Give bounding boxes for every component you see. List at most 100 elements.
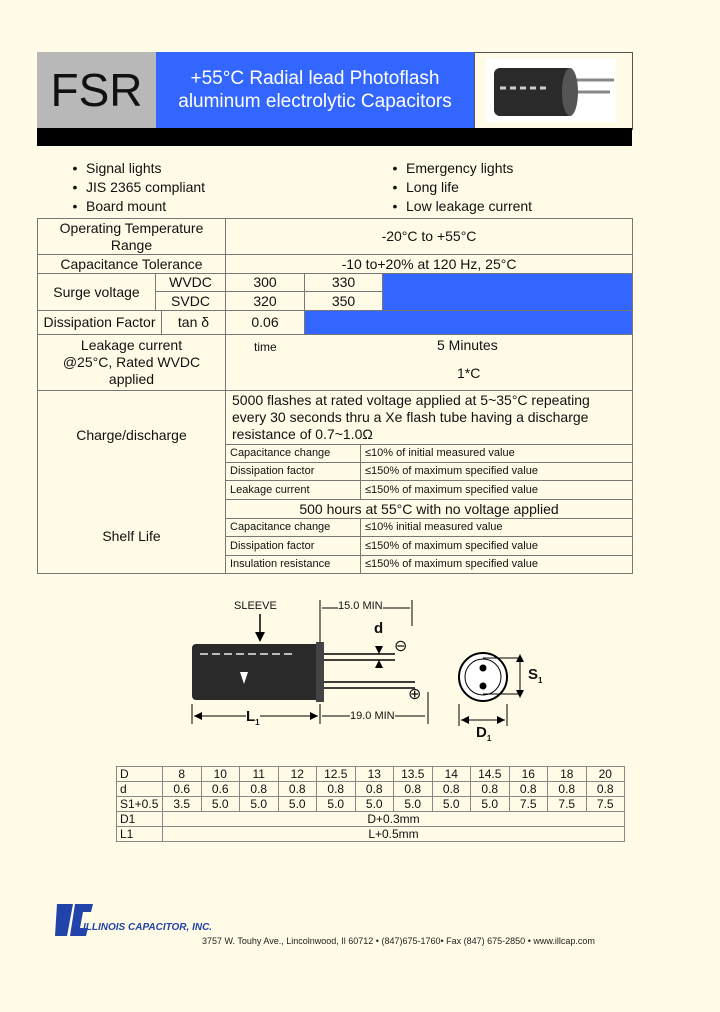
lead-bottom-dim: 19.0 MIN: [350, 710, 395, 722]
charge-param: Leakage current: [225, 480, 361, 500]
feature-item: •Board mount: [72, 198, 167, 214]
wvdc-value: 300: [225, 273, 305, 292]
df-blank: [304, 310, 633, 335]
dim-row-label: D1: [116, 811, 163, 827]
dim-cell: 5.0: [431, 796, 471, 812]
plus-sign: ⊕: [408, 686, 422, 703]
charge-limit: ≤10% of initial measured value: [360, 444, 633, 463]
dim-cell: 0.8: [354, 781, 394, 797]
shelf-param: Insulation resistance: [225, 555, 361, 574]
dim-cell: 0.8: [508, 781, 548, 797]
dim-cell: 14.5: [470, 766, 510, 782]
dim-cell: 13.5: [393, 766, 433, 782]
dim-cell: 5.0: [200, 796, 240, 812]
dim-cell: 0.6: [162, 781, 202, 797]
d1-label: D1: [476, 724, 492, 743]
charge-label: Charge/discharge: [76, 427, 187, 443]
df-value: 0.06: [225, 310, 305, 335]
charge-param: Capacitance change: [225, 444, 361, 463]
features-right: •Emergency lights •Long life •Low leakag…: [384, 159, 533, 216]
charge-desc-line: resistance of 0.7~1.0Ω: [232, 426, 373, 442]
company-address: 3757 W. Touhy Ave., Lincolnwood, Il 6071…: [202, 936, 595, 946]
shelf-limit: ≤150% of maximum specified value: [360, 536, 633, 556]
op-temp-value: -20°C to +55°C: [225, 218, 633, 255]
df-label: Dissipation Factor: [37, 310, 162, 335]
l1-label: L1: [246, 708, 260, 727]
dim-cell: 0.8: [547, 781, 587, 797]
charge-param: Dissipation factor: [225, 462, 361, 481]
feature-item: •Signal lights: [72, 160, 162, 176]
dim-row-label: S1+0.5: [116, 796, 163, 812]
title-line-1: +55°C Radial lead Photoflash: [190, 68, 440, 89]
dim-cell: 11: [239, 766, 279, 782]
dim-cell: 0.6: [200, 781, 240, 797]
df-sub: tan δ: [161, 310, 226, 335]
charge-limit: ≤150% of maximum specified value: [360, 462, 633, 481]
wvdc-label: WVDC: [155, 273, 226, 292]
dim-cell: 5.0: [316, 796, 356, 812]
svdc-value: 320: [225, 291, 305, 311]
leak-label-line: @25°C, Rated WVDC: [62, 354, 201, 370]
lead-top-dim: 15.0 MIN: [338, 600, 383, 612]
charge-desc-line: every 30 seconds thru a Xe flash tube ha…: [232, 409, 589, 425]
feature-item: •Low leakage current: [392, 198, 533, 214]
shelf-label: Shelf Life: [102, 528, 161, 544]
dim-cell: 13: [354, 766, 394, 782]
cap-tol-value: -10 to+20% at 120 Hz, 25°C: [225, 254, 633, 274]
feature-item: •Long life: [392, 179, 459, 195]
dim-cell: 18: [547, 766, 587, 782]
dim-cell: 10: [200, 766, 240, 782]
series-code: FSR: [37, 52, 157, 128]
header-bar: [37, 128, 632, 146]
shelf-limit: ≤10% initial measured value: [360, 518, 633, 537]
dim-cell: 0.8: [316, 781, 356, 797]
product-title: +55°C Radial lead Photoflash aluminum el…: [156, 52, 475, 128]
company-logo: ILLINOIS CAPACITOR, INC.: [53, 896, 212, 942]
dim-cell: 7.5: [585, 796, 625, 812]
dim-cell: 16: [508, 766, 548, 782]
leak-label: Leakage current @25°C, Rated WVDC applie…: [37, 334, 226, 391]
dim-row-label: D: [116, 766, 163, 782]
charge-desc: 5000 flashes at rated voltage applied at…: [225, 390, 633, 445]
dim-cell: 3.5: [162, 796, 202, 812]
dim-row-label: L1: [116, 826, 163, 842]
dim-cell: 14: [431, 766, 471, 782]
svdc-value: 350: [304, 291, 383, 311]
dim-cell: 0.8: [277, 781, 317, 797]
shelf-desc: 500 hours at 55°C with no voltage applie…: [225, 499, 633, 519]
dimension-drawing: SLEEVE 15.0 MIN d ⊖ ⊕ L1 19.0 MIN S1 D1: [180, 592, 560, 752]
surge-label: Surge voltage: [37, 273, 156, 311]
dim-cell: 0.8: [585, 781, 625, 797]
leak-label-line: applied: [108, 371, 155, 387]
capacitor-photo: [486, 58, 616, 122]
dim-row-label: d: [116, 781, 163, 797]
charge-shelf-label-box: [37, 390, 226, 574]
dim-cell: 12: [277, 766, 317, 782]
d-label: d: [374, 620, 384, 637]
charge-desc-line: 5000 flashes at rated voltage applied at…: [232, 392, 590, 408]
dim-formula: L+0.5mm: [162, 826, 625, 842]
dim-cell: 7.5: [547, 796, 587, 812]
features-left: •Signal lights •JIS 2365 compliant •Boar…: [64, 159, 206, 216]
dim-cell: 5.0: [239, 796, 279, 812]
dim-cell: 5.0: [393, 796, 433, 812]
dim-cell: 8: [162, 766, 202, 782]
leak-time-label: time: [254, 340, 277, 354]
dim-cell: 5.0: [354, 796, 394, 812]
svdc-label: SVDC: [155, 291, 226, 311]
leak-value-box: [225, 334, 633, 391]
charge-limit: ≤150% of maximum specified value: [360, 480, 633, 500]
dim-cell: 12.5: [316, 766, 356, 782]
shelf-limit: ≤150% of maximum specified value: [360, 555, 633, 574]
dim-cell: 0.8: [393, 781, 433, 797]
dim-cell: 20: [585, 766, 625, 782]
s1-label: S1: [528, 666, 543, 685]
title-line-2: aluminum electrolytic Capacitors: [178, 91, 452, 112]
dim-cell: 5.0: [470, 796, 510, 812]
leak-i-value: 1*C: [457, 365, 481, 381]
wvdc-value: 330: [304, 273, 383, 292]
shelf-param: Capacitance change: [225, 518, 361, 537]
cap-tol-label: Capacitance Tolerance: [37, 254, 226, 274]
minus-sign: ⊖: [394, 638, 408, 655]
dim-cell: 0.8: [431, 781, 471, 797]
